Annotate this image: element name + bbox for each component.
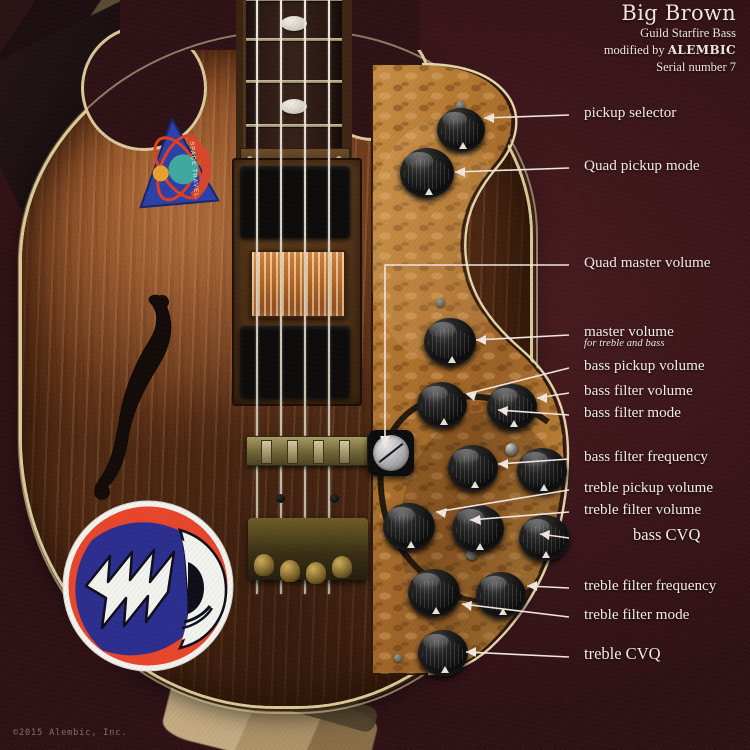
alembic-brand: ALEMBIC — [667, 43, 736, 58]
callout-treble-pickup-volume: treble pickup volume — [584, 480, 713, 496]
callout-label-text: master volume — [584, 323, 674, 340]
callout-quad-pickup-mode: Quad pickup mode — [584, 158, 700, 174]
modified-by-line: modified by ALEMBIC — [604, 42, 736, 58]
pickguard-screw-bottom — [394, 654, 402, 662]
callout-label-text: Quad master volume — [584, 254, 711, 271]
mini-jack-mid — [505, 443, 518, 456]
callout-treble-filter-mode: treble filter mode — [584, 607, 689, 623]
callout-label-text: treble filter volume — [584, 501, 702, 518]
knob-treble-cvq[interactable] — [418, 630, 468, 676]
callout-master-volume: master volume for treble and bass — [584, 324, 674, 349]
callout-pickup-selector: pickup selector — [584, 105, 676, 121]
pickguard-screw-top — [456, 101, 465, 110]
callout-treble-filter-frequency: treble filter frequency — [584, 578, 716, 594]
callout-label-text: bass pickup volume — [584, 357, 705, 374]
callout-bass-filter-frequency: bass filter frequency — [584, 449, 708, 465]
copyright-notice: ©2015 Alembic, Inc. — [13, 728, 128, 738]
knob-treble-filter-frequency[interactable] — [408, 569, 460, 617]
callout-label-text: Quad pickup mode — [584, 157, 700, 174]
callout-treble-cvq: treble CVQ — [584, 644, 661, 663]
callout-quad-master-volume: Quad master volume — [584, 255, 711, 271]
rotary-face — [373, 435, 409, 471]
serial-number: Serial number 7 — [656, 60, 736, 75]
bass-strings — [236, 0, 352, 594]
callout-bass-filter-mode: bass filter mode — [584, 405, 681, 421]
ornate-tailpiece — [248, 518, 368, 584]
modified-by-prefix: modified by — [603, 43, 668, 58]
callout-label-text: bass filter frequency — [584, 448, 708, 465]
orbital-triangle-sticker: SPACE TRAVEL — [130, 113, 222, 216]
callout-label-text: treble pickup volume — [584, 479, 714, 496]
svg-text:SPACE TRAVEL: SPACE TRAVEL — [188, 141, 199, 198]
neck-pickup — [240, 166, 350, 238]
steal-your-face-sticker — [62, 500, 234, 672]
callout-label-text: treble filter frequency — [584, 577, 717, 594]
callout-bass-filter-volume: bass filter volume — [584, 383, 693, 399]
callout-label-text: treble filter mode — [584, 606, 690, 623]
callout-label-text: bass filter mode — [584, 404, 682, 421]
bridge — [246, 436, 368, 466]
knob-bass-filter-frequency[interactable] — [448, 445, 498, 491]
callout-bass-pickup-volume: bass pickup volume — [584, 358, 705, 374]
callout-label-text: bass filter volume — [584, 382, 693, 399]
knob-treble-pickup-volume[interactable] — [383, 503, 435, 551]
callout-treble-filter-volume: treble filter volume — [584, 502, 701, 518]
callout-bass-cvq: bass CVQ — [633, 525, 701, 544]
bridge-pickup — [240, 326, 350, 398]
callout-label-text: pickup selector — [584, 104, 677, 121]
body-ferrule-left — [276, 494, 285, 503]
f-hole — [92, 292, 178, 504]
knob-quad-pickup-mode[interactable] — [400, 148, 454, 198]
callout-sublabel-text: for treble and bass — [584, 337, 665, 349]
title-block: Big Brown Guild Starfire Bass modified b… — [604, 2, 736, 75]
callout-label-text: treble CVQ — [584, 644, 661, 663]
instrument-name: Big Brown — [621, 1, 736, 25]
knob-pickup-selector[interactable] — [437, 108, 485, 152]
callout-label-text: bass CVQ — [633, 525, 701, 544]
instrument-model: Guild Starfire Bass — [640, 26, 736, 41]
body-ferrule-right — [330, 494, 339, 503]
